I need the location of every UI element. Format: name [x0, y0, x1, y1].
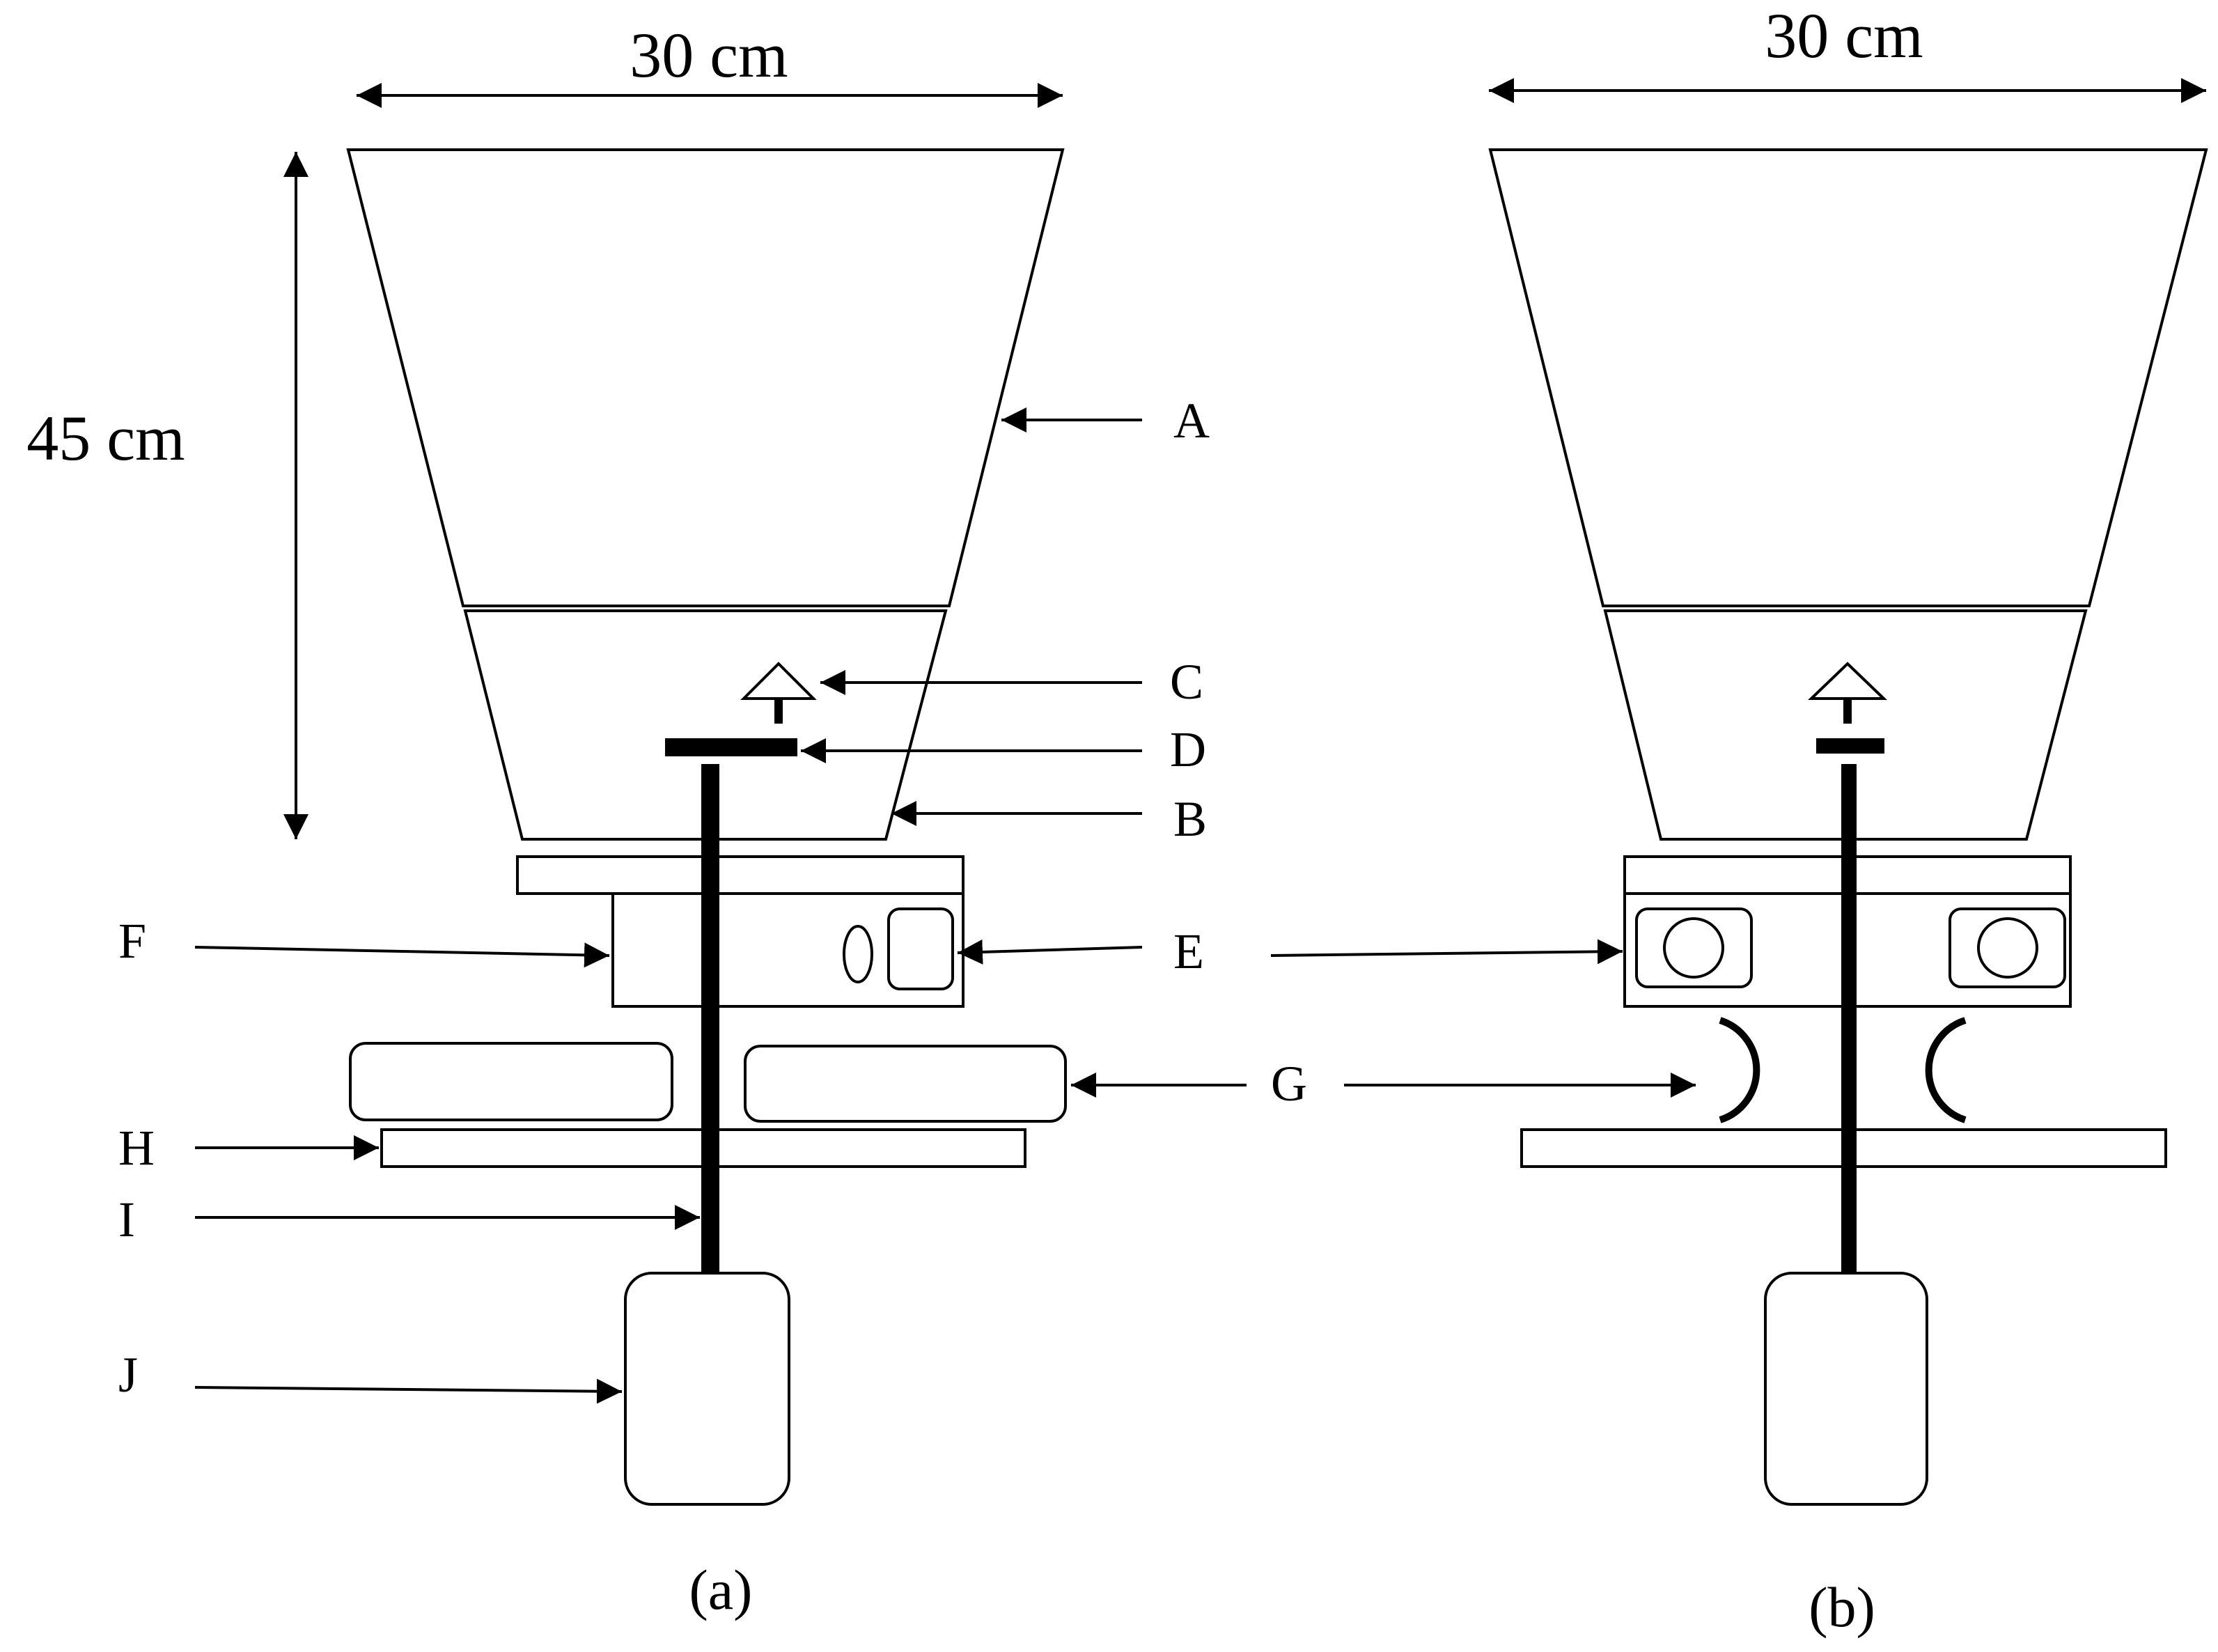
upper-hopper-a: [346, 148, 1065, 607]
leader-f: [194, 942, 610, 968]
label-j: J: [118, 1347, 138, 1403]
caption-a: (a): [689, 1558, 752, 1621]
base-plate-a: [516, 855, 964, 895]
leader-e-b: [1270, 939, 1623, 965]
label-h: H: [118, 1120, 155, 1176]
part-c-stem-b: [1843, 699, 1852, 724]
lower-funnel-b: [1603, 609, 2088, 841]
part-e-a: [887, 907, 954, 990]
label-g: G: [1271, 1056, 1307, 1112]
width-label-a: 30 cm: [630, 20, 788, 91]
part-j-a: [624, 1272, 790, 1506]
label-i: I: [118, 1192, 135, 1247]
label-e: E: [1173, 924, 1204, 979]
part-g-left-b: [1719, 1017, 1760, 1123]
height-label-a: 45 cm: [26, 403, 185, 474]
panel-b: 30 cm (b): [1270, 0, 2208, 1639]
label-c: C: [1170, 654, 1203, 710]
width-label-b: 30 cm: [1765, 0, 1923, 71]
caption-b: (b): [1809, 1575, 1875, 1639]
panel-a: 30 cm 45 cm: [26, 20, 1307, 1621]
leader-j: [194, 1378, 623, 1404]
label-d: D: [1170, 722, 1206, 777]
part-d-b: [1816, 738, 1884, 754]
part-j-b: [1764, 1272, 1928, 1506]
label-f: F: [118, 913, 146, 969]
part-g-right-a: [744, 1045, 1067, 1123]
part-d-a: [665, 738, 797, 756]
label-a: A: [1173, 393, 1210, 449]
part-e-right-circle-b: [1977, 917, 2038, 979]
part-e-ellipse-a: [843, 925, 873, 983]
part-g-left-a: [349, 1042, 673, 1121]
part-c-stem-a: [774, 699, 783, 724]
upper-hopper-b: [1488, 148, 2208, 607]
part-g-right-b: [1925, 1017, 1967, 1123]
lower-funnel-a: [463, 609, 948, 841]
label-b: B: [1173, 791, 1207, 847]
part-e-left-circle-b: [1663, 917, 1724, 979]
leader-e-a: [957, 939, 1143, 965]
